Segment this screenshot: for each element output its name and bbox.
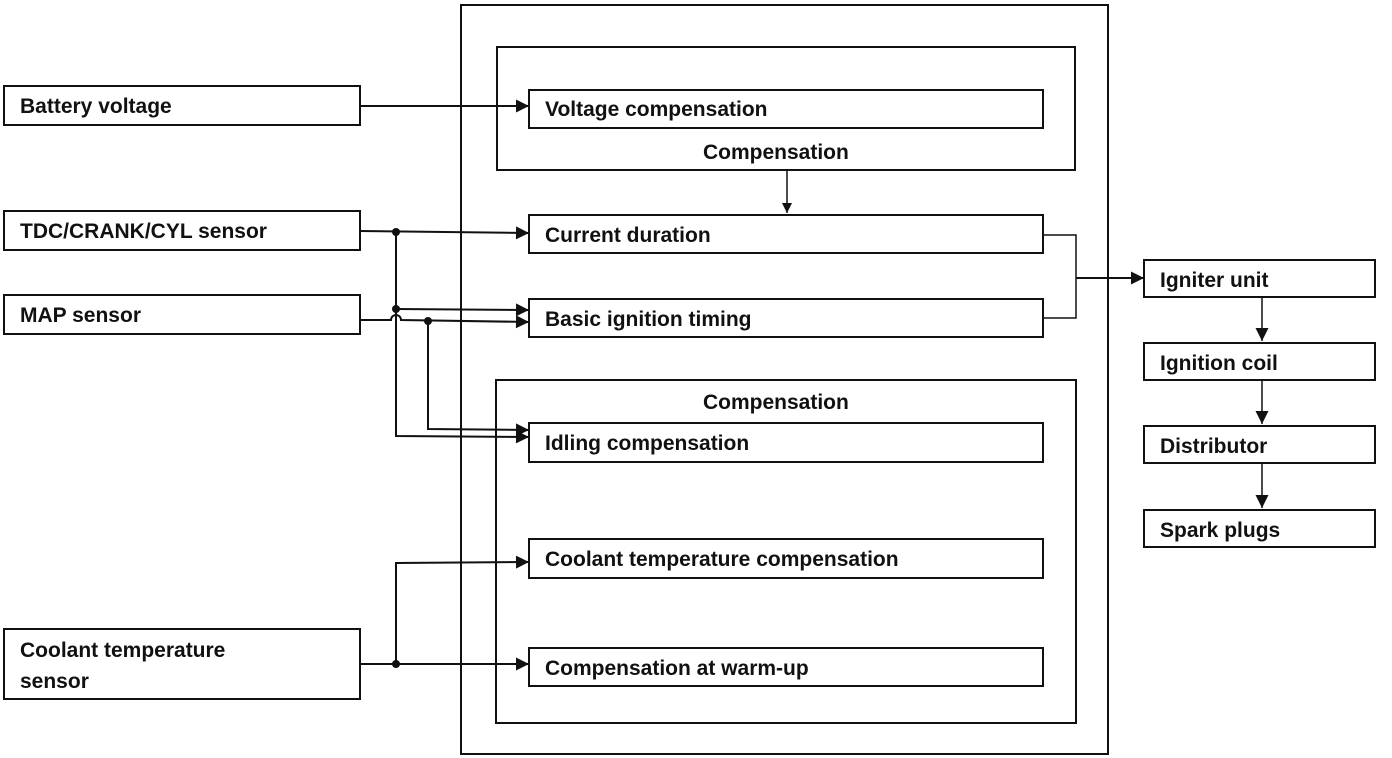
idling-compensation-box: Idling compensation xyxy=(528,422,1044,463)
upper-compensation-label: Compensation xyxy=(703,141,849,164)
compensation-at-warm-up-label: Compensation at warm-up xyxy=(545,657,809,680)
tdc-to-current-duration-arrow xyxy=(359,226,530,240)
tdc-crank-cyl-sensor-box: TDC/CRANK/CYL sensor xyxy=(3,210,361,251)
spark-plugs-label: Spark plugs xyxy=(1160,519,1280,542)
coolant-temperature-sensor-label-line1: Coolant temperature xyxy=(20,639,225,662)
current-duration-label: Current duration xyxy=(545,224,711,247)
igniter-unit-label: Igniter unit xyxy=(1160,269,1269,292)
tdc-to-idling-compensation-arrow xyxy=(395,232,530,444)
coolant-temperature-sensor-label-line2: sensor xyxy=(20,670,89,693)
current-duration-box: Current duration xyxy=(528,214,1044,254)
upper-compensation-frame xyxy=(496,46,1076,171)
distributor-box: Distributor xyxy=(1143,425,1376,464)
map-to-basic-ignition-timing-arrow xyxy=(360,314,530,329)
idling-compensation-label: Idling compensation xyxy=(545,432,749,455)
igniter-unit-box: Igniter unit xyxy=(1143,259,1376,298)
map-to-idling-compensation-arrow xyxy=(427,321,530,437)
basic-ignition-timing-box: Basic ignition timing xyxy=(528,298,1044,338)
tdc-branch-dot xyxy=(392,305,400,313)
battery-voltage-label: Battery voltage xyxy=(20,95,172,118)
tdc-crank-cyl-sensor-label: TDC/CRANK/CYL sensor xyxy=(20,220,267,243)
tdc-to-basic-ignition-timing-arrow xyxy=(395,303,530,317)
coolant-temperature-compensation-box: Coolant temperature compensation xyxy=(528,538,1044,579)
spark-plugs-box: Spark plugs xyxy=(1143,509,1376,548)
tdc-junction-dot xyxy=(392,228,400,236)
coolant-junction-dot xyxy=(392,660,400,668)
lower-compensation-label: Compensation xyxy=(703,391,849,414)
distributor-label: Distributor xyxy=(1160,435,1267,458)
battery-voltage-box: Battery voltage xyxy=(3,85,361,126)
ignition-coil-label: Ignition coil xyxy=(1160,352,1278,375)
voltage-compensation-box: Voltage compensation xyxy=(528,89,1044,129)
ecu-outer-frame xyxy=(460,4,1109,755)
coolant-temperature-compensation-label: Coolant temperature compensation xyxy=(545,548,899,571)
coolant-to-coolant-temperature-compensation-arrow xyxy=(395,555,530,664)
ecu-output-bracket xyxy=(1043,234,1077,319)
compensation-at-warm-up-box: Compensation at warm-up xyxy=(528,647,1044,687)
ignition-coil-box: Ignition coil xyxy=(1143,342,1376,381)
map-sensor-box: MAP sensor xyxy=(3,294,361,335)
lower-compensation-frame xyxy=(495,379,1077,724)
basic-ignition-timing-label: Basic ignition timing xyxy=(545,308,752,331)
voltage-compensation-label: Voltage compensation xyxy=(545,98,767,121)
coolant-temperature-sensor-box: Coolant temperature sensor xyxy=(3,628,361,700)
map-junction-dot xyxy=(424,317,432,325)
map-sensor-label: MAP sensor xyxy=(20,304,141,327)
